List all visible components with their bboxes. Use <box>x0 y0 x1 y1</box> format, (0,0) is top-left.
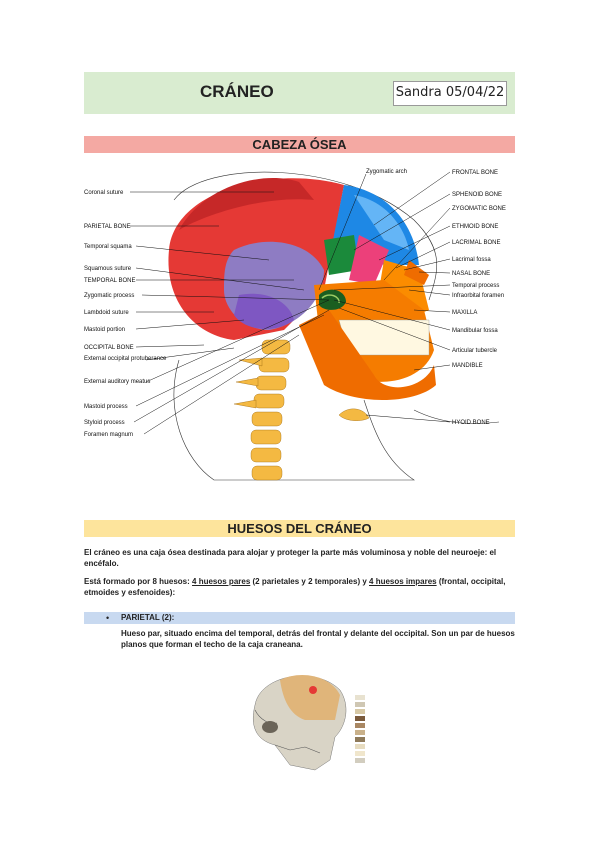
label-zygomatic-bone: ZYGOMATIC BONE <box>452 206 506 212</box>
bullet-icon: • <box>106 613 110 623</box>
intro-paragraph: El cráneo es una caja ósea destinada par… <box>84 548 497 568</box>
label-temporal-process: Temporal process <box>452 283 499 289</box>
label-external-occipital-protuberance: External occipital protuberance <box>84 356 167 362</box>
label-temporal-bone: TEMPORAL BONE <box>84 278 135 284</box>
label-sphenoid-bone: SPHENOID BONE <box>452 192 502 198</box>
author-date-box: Sandra 05/04/22 <box>393 81 507 106</box>
composition-paragraph: Está formado por 8 huesos: 4 huesos pare… <box>84 576 515 598</box>
label-zygomatic-process: Zygomatic process <box>84 293 134 299</box>
label-parietal-bone: PARIETAL BONE <box>84 224 131 230</box>
label-maxilla: MAXILLA <box>452 310 477 316</box>
parietal-description: Hueso par, situado encima del temporal, … <box>121 629 515 649</box>
label-external-auditory-meatus: External auditory meatus <box>84 379 150 385</box>
label-lacrimal-bone: LACRIMAL BONE <box>452 240 500 246</box>
skull-anatomy-figure: Coronal suture PARIETAL BONE Temporal sq… <box>84 169 506 481</box>
label-ethmoid-bone: ETHMOID BONE <box>452 224 498 230</box>
label-occipital-bone: OCCIPITAL BONE <box>84 345 134 351</box>
label-nasal-bone: NASAL BONE <box>452 271 490 277</box>
composition-text-a: Está formado por 8 huesos: <box>84 577 193 586</box>
label-styloid-process: Styloid process <box>84 420 125 426</box>
unpaired-bones-text: 4 huesos impares <box>369 577 437 586</box>
label-mastoid-portion: Mastoid portion <box>84 327 125 333</box>
parietal-skull-figure <box>252 675 365 771</box>
label-infraorbital-foramen: Infraorbital foramen <box>452 293 504 299</box>
author-date: Sandra 05/04/22 <box>395 85 505 100</box>
label-zygomatic-arch: Zygomatic arch <box>366 169 407 175</box>
label-mandible: MANDIBLE <box>452 363 483 369</box>
label-mastoid-process: Mastoid process <box>84 404 128 410</box>
label-mandibular-fossa: Mandibular fossa <box>452 328 498 334</box>
label-frontal-bone: FRONTAL BONE <box>452 170 498 176</box>
label-foramen-magnum: Foramen magnum <box>84 432 133 438</box>
section-title-cabeza-osea: CABEZA ÓSEA <box>84 136 515 153</box>
composition-text-e: (frontal, occipital, etmoides y esfenoid… <box>84 577 506 597</box>
label-hyoid-bone: HYOID BONE <box>452 420 490 426</box>
label-temporal-squama: Temporal squama <box>84 244 132 250</box>
label-lacrimal-fossa: Lacrimal fossa <box>452 257 491 263</box>
parietal-heading: PARIETAL (2): <box>121 613 175 622</box>
label-coronal-suture: Coronal suture <box>84 190 124 196</box>
section-title-huesos-del-craneo: HUESOS DEL CRÁNEO <box>84 520 515 537</box>
paired-bones-text: 4 huesos pares <box>192 577 251 586</box>
composition-text-c: (2 parietales y 2 temporales) y <box>250 577 370 586</box>
label-articular-tubercle: Articular tubercle <box>452 348 498 354</box>
bullet-band-parietal <box>84 612 515 624</box>
page-title: CRÁNEO <box>200 82 274 101</box>
label-squamous-suture: Squamous suture <box>84 266 132 272</box>
label-lambdoid-suture: Lambdoid suture <box>84 310 129 316</box>
